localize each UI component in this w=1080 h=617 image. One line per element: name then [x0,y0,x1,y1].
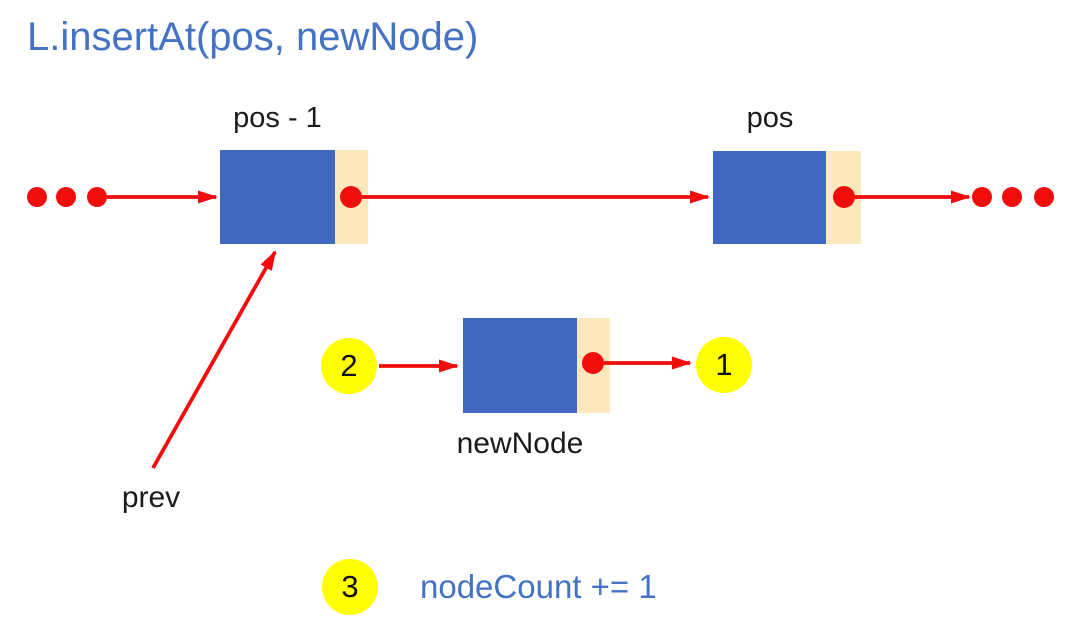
ellipsis-dot [1034,187,1054,207]
ellipsis-dot [87,187,107,207]
ellipsis-dot [56,187,76,207]
node-data-cell [463,318,577,413]
step-badge-1: 1 [696,337,752,393]
step-badge-3: 3 [322,559,378,615]
next-pointer-dot-icon [582,352,604,374]
next-pointer-dot-icon [833,186,855,208]
node-data-cell [713,151,826,244]
prev-label: prev [121,481,181,514]
step-number: 3 [341,569,359,604]
step-number: 1 [715,347,733,382]
arrow-prev-pointer [151,250,277,469]
node-label-pos: pos [746,102,794,134]
page-title: L.insertAt(pos, newNode) [27,15,479,59]
ellipsis-dot [27,187,47,207]
node-data-cell [220,150,335,244]
step-number: 2 [340,348,358,383]
node-label-pos-minus-1: pos - 1 [233,102,322,134]
step-badge-2: 2 [321,338,377,394]
step3-caption: nodeCount += 1 [420,568,657,605]
next-pointer-dot-icon [340,186,362,208]
ellipsis-dot [972,187,992,207]
ellipsis-dot [1002,187,1022,207]
node-label-newnode: newNode [456,427,584,460]
